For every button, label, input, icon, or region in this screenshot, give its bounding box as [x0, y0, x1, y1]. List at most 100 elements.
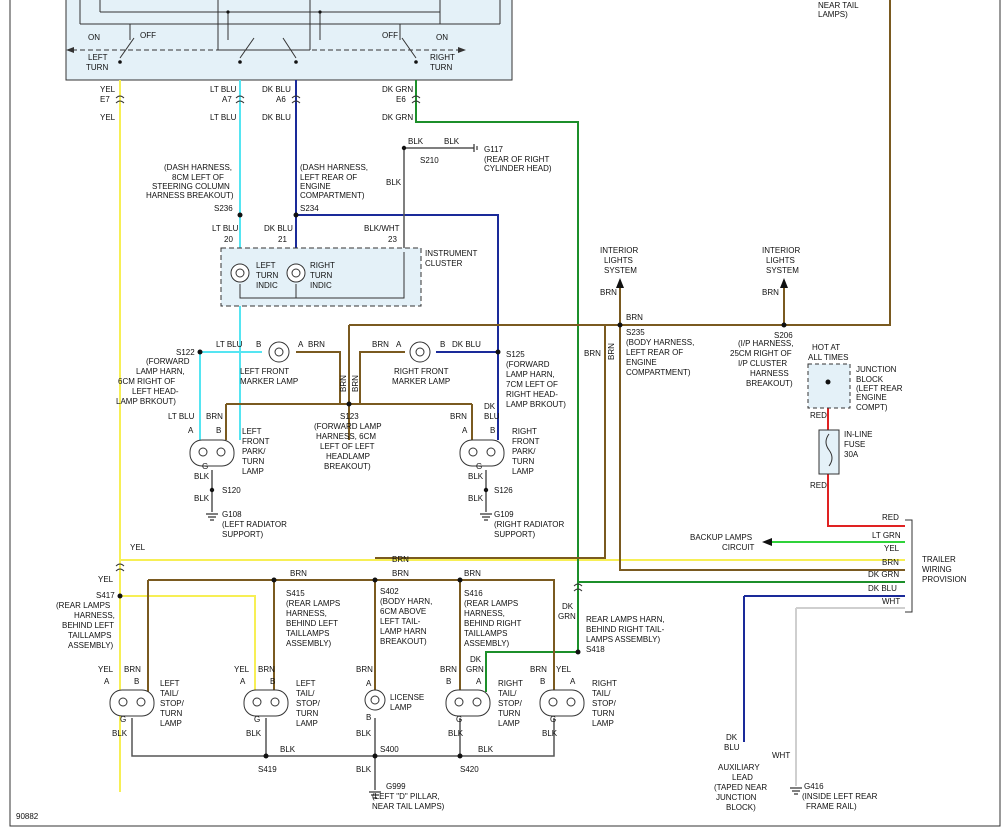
lbl-backup-2: CIRCUIT	[722, 543, 755, 552]
ground-symbols	[206, 144, 802, 799]
lbl-rt1-5: LAMP	[498, 719, 520, 728]
lbl-jb-1: JUNCTION	[856, 365, 897, 374]
lbl-s416-3: BEHIND RIGHT	[464, 619, 521, 628]
lbl-lic-a: A	[366, 679, 372, 688]
lbl-right-park-5: LAMP	[512, 467, 534, 476]
lbl-rt2-a: A	[570, 677, 576, 686]
lbl-lt1-2: TAIL/	[160, 689, 179, 698]
lbl-s206-3: I/P CLUSTER	[738, 359, 787, 368]
lbl-rear-yel-2: YEL	[98, 575, 114, 584]
lbl-dash-left-4: HARNESS BREAKOUT)	[146, 191, 234, 200]
lbl-s400: S400	[380, 745, 399, 754]
lbl-lt2-2: TAIL/	[296, 689, 315, 698]
lbl-lt-blu-1: LT BLU	[210, 85, 237, 94]
lbl-a7: A7	[222, 95, 232, 104]
lbl-s400-blk: BLK	[356, 765, 372, 774]
lbl-lfp-b: B	[216, 426, 221, 435]
lbl-rear-brn-2: BRN	[290, 569, 307, 578]
lbl-brn-s235: BRN	[626, 313, 643, 322]
lbl-rt1-4: TURN	[498, 709, 520, 718]
lbl-s402-1: (BODY HARN,	[380, 597, 432, 606]
lbl-lt2-4: TURN	[296, 709, 318, 718]
lbl-pin-20: 20	[224, 235, 233, 244]
lbl-right-park-4: TURN	[512, 457, 534, 466]
lbl-rt1-blk: BLK	[448, 729, 464, 738]
switch-off-left: OFF	[140, 31, 156, 40]
lbl-s418-dk-4: GRN	[466, 665, 484, 674]
lbl-lt1-blk: BLK	[112, 729, 128, 738]
lbl-s122: S122	[176, 348, 195, 357]
lbl-int-left-brn: BRN	[600, 288, 617, 297]
lbl-s206-1: (I/P HARNESS,	[738, 339, 793, 348]
lbl-bus-blk-2: BLK	[478, 745, 494, 754]
lbl-lfp-brn: BRN	[206, 412, 223, 421]
right-tail-lamp-1	[445, 689, 491, 717]
lbl-g108: G108	[222, 510, 242, 519]
lbl-marker-dk-blu: DK BLU	[452, 340, 481, 349]
lbl-blk-s210-2: BLK	[444, 137, 460, 146]
lbl-dash-left-3: STEERING COLUMN	[152, 182, 230, 191]
lbl-g108-1: (LEFT RADIATOR	[222, 520, 287, 529]
right-indic-3: INDIC	[310, 281, 332, 290]
lbl-marker-a-right: A	[396, 340, 402, 349]
lbl-marker-b-right: B	[440, 340, 445, 349]
lbl-s417-4: TAILLAMPS	[68, 631, 111, 640]
lbl-dash-right-2: LEFT REAR OF	[300, 173, 357, 182]
top-note-1: NEAR TAIL	[818, 1, 859, 10]
lbl-s419: S419	[258, 765, 277, 774]
lbl-lt1-brn: BRN	[124, 665, 141, 674]
lbl-s416-1: (REAR LAMPS	[464, 599, 518, 608]
lbl-rfp-a: A	[462, 426, 468, 435]
lbl-s418: S418	[586, 645, 605, 654]
lbl-rt1-g: G	[456, 715, 462, 724]
lbl-trailer-wht: WHT	[882, 597, 900, 606]
frame	[9, 0, 1001, 827]
lbl-g109-1: (RIGHT RADIATOR	[494, 520, 564, 529]
lbl-yel-2: YEL	[100, 113, 116, 122]
lbl-int-right-3: SYSTEM	[766, 266, 799, 275]
lbl-int-right-1: INTERIOR	[762, 246, 800, 255]
lbl-s122-2: LAMP HARN,	[136, 367, 185, 376]
lbl-g416: G416	[804, 782, 824, 791]
lbl-marker-a-left: A	[298, 340, 304, 349]
switch-on-right: ON	[436, 33, 448, 42]
lbl-rfp-g: G	[476, 462, 482, 471]
lbl-lfp-lt-blu: LT BLU	[168, 412, 195, 421]
right-turn-label-1: RIGHT	[430, 53, 455, 62]
splice-dots	[117, 145, 787, 759]
lbl-rt2-b: B	[540, 677, 545, 686]
lbl-s123-1: (FORWARD LAMP	[314, 422, 382, 431]
lbl-rear-brn-3: BRN	[392, 569, 409, 578]
lbl-trailer-2: WIRING	[922, 565, 952, 574]
lbl-g108-2: SUPPORT)	[222, 530, 264, 539]
lbl-left-park-2: FRONT	[242, 437, 270, 446]
lbl-lic-brn: BRN	[356, 665, 373, 674]
lbl-g117: G117	[484, 145, 504, 154]
lbl-lt2-a: A	[240, 677, 246, 686]
junction-block	[807, 363, 851, 409]
lbl-right-park-1: RIGHT	[512, 427, 537, 436]
lbl-lt2-3: STOP/	[296, 699, 321, 708]
lbl-rear-yel-1: YEL	[130, 543, 146, 552]
lbl-aux-2: LEAD	[732, 773, 753, 782]
lbl-e6: E6	[396, 95, 406, 104]
lbl-s206: S206	[774, 331, 793, 340]
lbl-s417-5: ASSEMBLY)	[68, 641, 114, 650]
lbl-blk-vertical: BLK	[386, 178, 402, 187]
lbl-e7: E7	[100, 95, 110, 104]
lbl-dk-grn-1: DK GRN	[382, 85, 413, 94]
lbl-s418-2: BEHIND RIGHT TAIL-	[586, 625, 665, 634]
wire-brn-trailer	[619, 325, 905, 571]
lbl-s206-2: 25CM RIGHT OF	[730, 349, 792, 358]
lbl-lt2-g: G	[254, 715, 260, 724]
lbl-lt1-a: A	[104, 677, 110, 686]
lbl-right-park-3: PARK/	[512, 447, 536, 456]
lbl-lic-blk: BLK	[356, 729, 372, 738]
lbl-s235-4: COMPARTMENT)	[626, 368, 691, 377]
lbl-lfp-blk-2: BLK	[194, 494, 210, 503]
lbl-rt2-5: LAMP	[592, 719, 614, 728]
inline-fuse	[818, 429, 840, 475]
left-front-marker-lamp	[268, 341, 290, 363]
lbl-fuse-2: FUSE	[844, 440, 865, 449]
lbl-brn-v2: BRN	[607, 343, 616, 360]
